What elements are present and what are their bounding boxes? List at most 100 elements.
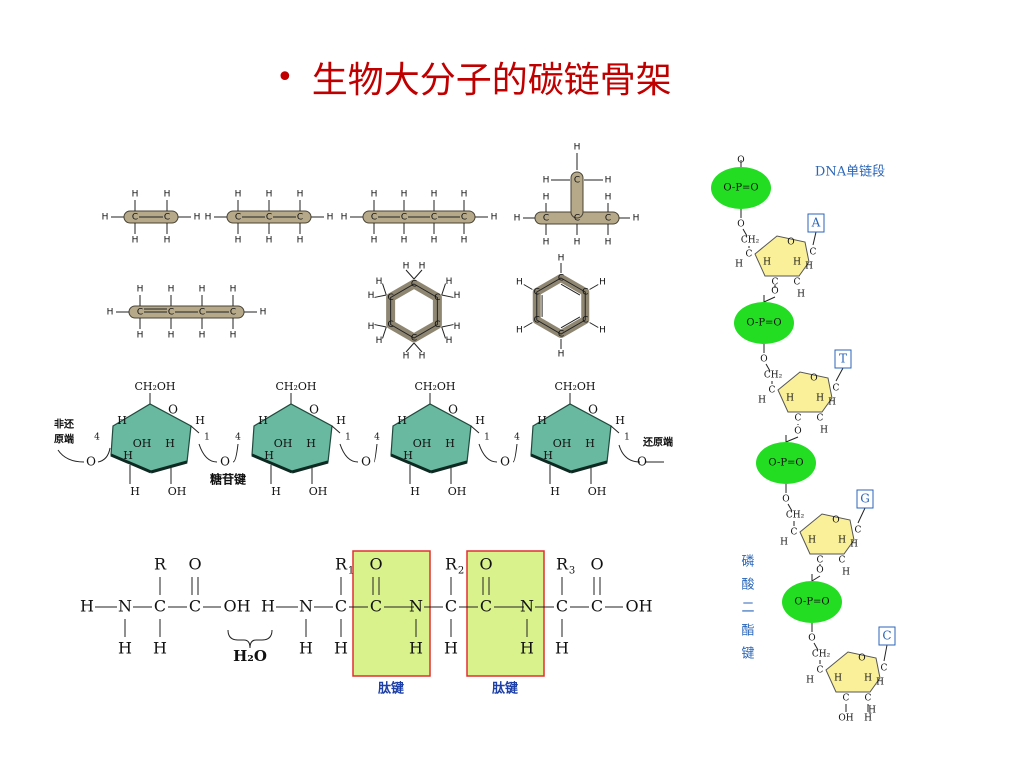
ch2oh-group: CH₂OH xyxy=(414,380,455,393)
c1-bond xyxy=(190,425,200,434)
ring-backbone xyxy=(532,274,590,338)
base-box xyxy=(807,213,825,233)
hydrogen-atom: H xyxy=(444,639,458,658)
hydrogen-atom: H xyxy=(797,290,805,300)
carbon-atom: C xyxy=(230,308,236,318)
hydrogen-atom: H xyxy=(297,236,304,246)
ch-bond xyxy=(441,324,454,328)
hydrogen-atom: H xyxy=(409,639,423,658)
hydroxyl-group: OH xyxy=(133,437,152,450)
ch2-group: CH₂ xyxy=(741,236,760,246)
hydrogen-atom: H xyxy=(543,193,550,203)
ring-front-edge xyxy=(530,453,572,474)
hydrogen-atom: H xyxy=(864,714,872,724)
deoxyribose-ring xyxy=(777,371,833,413)
hydrogen-atom: H xyxy=(368,322,375,332)
r-group: R xyxy=(556,555,569,574)
ch-bond xyxy=(589,322,599,328)
hydrogen-atom: H xyxy=(758,396,766,406)
oxygen-atom: O xyxy=(737,220,744,230)
glycosidic-bond xyxy=(812,231,817,246)
carbon-atom: C xyxy=(817,414,824,424)
oxygen-atom: O xyxy=(782,495,789,505)
ring-front-edge xyxy=(150,460,188,474)
o-ch2-bond xyxy=(813,642,819,651)
hydroxyl-group: OH xyxy=(588,485,607,498)
ring-front-edge xyxy=(430,460,468,474)
hydrogen-atom: H xyxy=(403,262,410,272)
hydrogen-atom: H xyxy=(868,706,876,716)
hydrogen-atom: H xyxy=(327,213,334,223)
ch2oh-group: CH₂OH xyxy=(275,380,316,393)
hydrogen-atom: H xyxy=(266,190,273,200)
r-group-index: 2 xyxy=(458,566,464,577)
end-oxygen: O xyxy=(637,455,647,469)
ch-bond xyxy=(589,284,599,290)
hydrogen-atom: H xyxy=(195,414,205,427)
oxygen-atom: O xyxy=(760,355,767,365)
ring-oxygen: O xyxy=(810,374,817,384)
hydrogen-atom: H xyxy=(550,485,560,498)
bridge-oxygen: O xyxy=(361,455,371,469)
phosphate-group xyxy=(734,302,794,344)
carbon-atom: C xyxy=(235,213,241,223)
slide-title: 生物大分子的碳链骨架 xyxy=(311,60,672,101)
phosphate-group xyxy=(782,581,842,623)
peptide-bond-label: 肽键 xyxy=(378,681,404,697)
ch2oh-group: CH₂OH xyxy=(134,380,175,393)
oxygen-atom: O xyxy=(794,427,801,437)
hydrogen-atom: H xyxy=(235,190,242,200)
hydrogen-atom: H xyxy=(828,398,836,408)
hydrogen-atom: H xyxy=(271,485,281,498)
hydrogen-atom: H xyxy=(454,291,461,301)
ring-front-edge xyxy=(110,453,152,474)
hydrogen-atom: H xyxy=(605,176,612,186)
hydrogen-atom: H xyxy=(820,426,828,436)
carbon-atom: C xyxy=(137,308,143,318)
carbon-atom: C xyxy=(199,308,205,318)
hydrogen-atom: H xyxy=(153,639,167,658)
hydrogen-atom: H xyxy=(336,414,346,427)
carbonyl-carbon: C xyxy=(189,597,201,616)
hydrogen-atom: H xyxy=(834,674,842,684)
carbon-branch-backbone xyxy=(570,171,584,219)
hydrogen-atom: H xyxy=(102,213,109,223)
hydrogen-atom: H xyxy=(168,331,175,341)
ch-bond xyxy=(382,283,387,296)
hydrogen-atom: H xyxy=(137,285,144,295)
ch-bond xyxy=(405,269,415,280)
carbonyl-carbon: C xyxy=(480,597,492,616)
hydrogen-atom: H xyxy=(446,336,453,346)
carbon-atom: C xyxy=(371,213,377,223)
ch-bond xyxy=(413,269,423,280)
carbon-atom: C xyxy=(865,694,872,704)
alpha-carbon: C xyxy=(154,597,166,616)
hydrogen-atom: H xyxy=(543,449,553,462)
carbon-atom: C xyxy=(794,278,801,288)
hydrogen-atom: H xyxy=(297,190,304,200)
ring-bonds xyxy=(390,283,438,339)
phosphate-label: O-P=O xyxy=(768,458,803,469)
hydroxyl-group: OH xyxy=(625,597,652,616)
hydrogen-atom: H xyxy=(258,414,268,427)
carbon-atom: C xyxy=(791,528,798,538)
nonreducing-end-label: 非还 xyxy=(54,418,75,431)
hydrogen-atom: H xyxy=(446,277,453,287)
c1-bond xyxy=(331,425,341,434)
nitrogen-atom: N xyxy=(118,597,132,616)
hydrogen-atom: H xyxy=(371,236,378,246)
hydrogen-atom: H xyxy=(555,639,569,658)
hydrogen-atom: H xyxy=(419,262,426,272)
alpha-carbon: C xyxy=(335,597,347,616)
hydrogen-atom: H xyxy=(123,449,133,462)
glycosidic-link xyxy=(198,443,218,463)
hydrogen-atom: H xyxy=(605,193,612,203)
hydrogen-atom: H xyxy=(735,260,743,270)
nitrogenous-base: T xyxy=(839,352,847,366)
water-brace xyxy=(227,629,273,649)
